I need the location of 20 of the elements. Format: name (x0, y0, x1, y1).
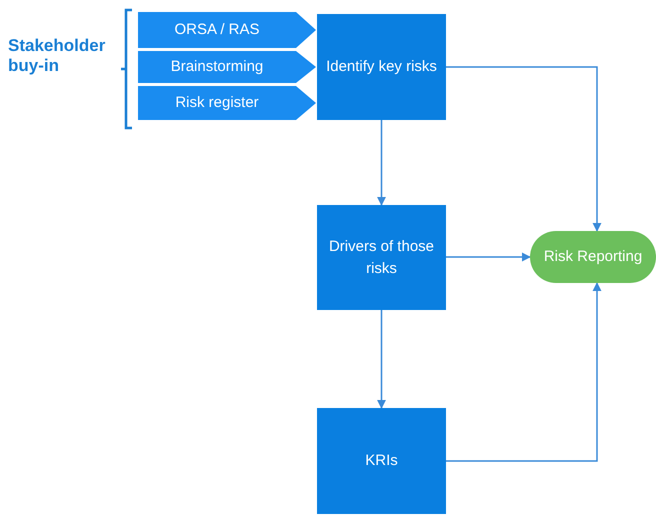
arrow (446, 252, 531, 262)
rounded-terminal (530, 231, 656, 283)
chevron-shape (138, 12, 316, 48)
group-label: Stakeholder buy-in (8, 36, 106, 77)
arrow (446, 282, 602, 462)
node-text: Brainstorming (170, 57, 264, 78)
chevron-shape (138, 86, 316, 120)
node-text: Drivers of those risks (328, 236, 436, 278)
process-box (317, 408, 446, 514)
node-text: KRIs (365, 451, 398, 472)
chevron-shape (138, 51, 316, 83)
arrow (446, 66, 602, 232)
process-box (317, 205, 446, 310)
node-text: Risk Reporting (544, 247, 642, 268)
node-text: ORSA / RAS (174, 20, 260, 40)
node-text: Identify key risks (326, 57, 437, 78)
node-text: Risk register (175, 93, 259, 114)
arrow (377, 120, 386, 206)
process-box (317, 14, 446, 120)
arrow (377, 310, 386, 409)
